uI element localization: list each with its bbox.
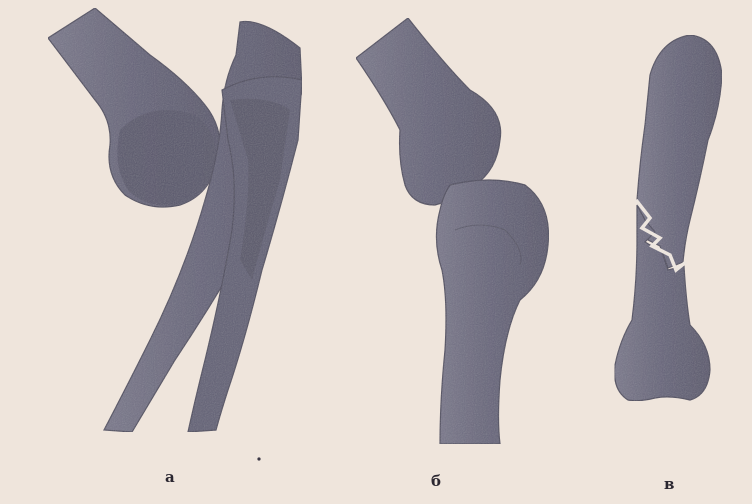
- panel-a-dislocated-joint-icon: [48, 8, 302, 432]
- panel-a-upper-bone-head: [117, 110, 215, 205]
- panel-b-lower-bone: [436, 180, 548, 444]
- label-b: б: [431, 474, 441, 489]
- panel-v-fractured-bone-icon: [615, 35, 722, 401]
- panel-b-joint-icon: [356, 18, 549, 444]
- label-v: в: [664, 477, 674, 492]
- speck: [257, 457, 260, 460]
- label-a: а: [165, 470, 175, 485]
- panel-b-upper-bone: [356, 18, 501, 205]
